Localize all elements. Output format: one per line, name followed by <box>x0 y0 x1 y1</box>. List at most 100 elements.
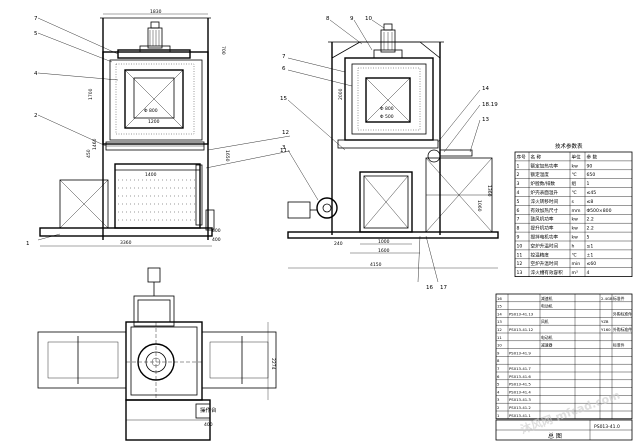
front-view: 7 5 4 2 1 12 3 1830 700 1700 Φ 800 1200 … <box>26 9 291 247</box>
dim-side-left: 240 <box>334 241 343 247</box>
dim-tank-h: 1400 <box>145 172 157 178</box>
tech-table-cell: ≤45 <box>587 190 597 196</box>
dim-left-low: 1460 <box>92 138 98 150</box>
bom-cell: 10 <box>497 343 502 348</box>
front-quench-tank <box>114 163 201 229</box>
bom-cell: 2 <box>497 405 500 410</box>
tech-table-header: 序号 <box>517 153 527 160</box>
dim-base-w: 3360 <box>120 240 132 246</box>
bom-cell: 7 <box>497 366 500 371</box>
callout-4: 4 <box>34 71 38 77</box>
front-furnace-shell <box>102 51 209 145</box>
tech-table-cell: ℃ <box>572 172 577 178</box>
tech-table-cell: 空炉升温时间 <box>531 242 559 249</box>
dim-base-r1: 600 <box>212 228 221 234</box>
bom-cell: 3 <box>497 397 500 402</box>
tech-table-cell: ≤60 <box>587 261 597 267</box>
callout-7: 7 <box>34 16 38 22</box>
tech-table-cell: 提升机功率 <box>531 225 554 232</box>
tech-table-cell: h <box>572 243 575 249</box>
front-base <box>39 227 213 237</box>
bom-cell: Y160 <box>601 327 611 332</box>
tech-table-cell: 12 <box>517 261 523 267</box>
tech-table-cell: 额定加热功率 <box>531 162 559 169</box>
tech-table-cell: s <box>572 200 575 205</box>
tech-table-cell: mm <box>572 209 581 214</box>
callout-18-19-side: 18.19 <box>482 102 498 108</box>
bom-cell: 14 <box>497 311 502 316</box>
tech-table-cell: 13 <box>517 270 523 276</box>
plan-label-operating: 操作台 <box>200 406 217 414</box>
bom-cell: 5 <box>497 382 500 387</box>
dim-height-left: 1700 <box>88 88 94 100</box>
dim-side-d2: Φ 500 <box>380 114 394 120</box>
tech-table-header: 名 称 <box>531 153 542 160</box>
bom-cell: PS013-41.13 <box>509 311 534 316</box>
bom-cell: PS013-41.5 <box>509 382 531 387</box>
bom-cell: 13 <box>497 319 502 324</box>
bom-cell: 1 <box>497 413 500 418</box>
tech-table-cell: Φ500×800 <box>587 208 612 214</box>
bom-cell: PS013-41.12 <box>509 327 534 332</box>
tech-table-cell: 2.2 <box>587 217 594 223</box>
callout-1: 1 <box>26 241 30 247</box>
tech-table-cell: 搅拌电机功率 <box>531 234 559 241</box>
bom-note: 外购标准件 <box>613 311 632 316</box>
dim-plan-bottom-w: 400 <box>204 422 213 428</box>
bom-cell: 6 <box>497 374 500 379</box>
tech-table-cell: ≤8 <box>587 199 594 205</box>
dim-side-w2: 1600 <box>378 248 390 254</box>
tech-table-cell: 9 <box>517 235 520 241</box>
tech-table-cell: 空炉升温时间 <box>531 260 559 267</box>
bom-cell: PS013-41.7 <box>509 366 531 371</box>
bom-note: 外购标准件 <box>613 327 632 332</box>
tech-table-cell: 10 <box>517 243 523 249</box>
tech-table-cell: 6 <box>517 208 520 214</box>
tech-table-cell: min <box>572 261 581 267</box>
tech-table-cell: 炉膛数/排数 <box>531 180 556 187</box>
tech-table-cell: 淬火槽有效容积 <box>531 269 564 276</box>
tech-table-cell: kw <box>572 217 579 223</box>
bom-cell: YZB <box>601 319 609 324</box>
dim-inner-d: Φ 800 <box>144 108 158 114</box>
callout-12: 12 <box>282 130 289 136</box>
dim-base-r2: 400 <box>212 237 221 243</box>
tech-table-cell: ℃ <box>572 190 577 196</box>
tech-table-cell: 炉壳表面温升 <box>531 189 559 196</box>
bom-cell: 电动机 <box>541 335 553 340</box>
tech-table-cell: 5 <box>517 199 520 205</box>
callout-2: 2 <box>34 113 38 119</box>
callout-11-side: 11 <box>280 148 287 154</box>
tech-table-cell: 4 <box>517 190 520 196</box>
side-base <box>287 231 499 239</box>
tech-table-cell: kw <box>572 226 579 232</box>
callout-14-side: 14 <box>482 86 489 92</box>
tech-table-cell: ℃ <box>572 252 577 258</box>
dim-left-mid: 450 <box>86 149 92 158</box>
tech-table-cell: 3 <box>517 181 520 187</box>
callout-6-side: 6 <box>282 66 286 72</box>
dim-side-mid-h: 1060 <box>476 200 482 212</box>
tech-table-cell: 7 <box>517 217 520 223</box>
tech-table-title: 技术参数表 <box>555 142 583 150</box>
tech-table-cell: 控温精度 <box>531 251 550 258</box>
callout-9-side: 9 <box>350 16 354 22</box>
side-view: 7 6 8 10 9 14 15 11 18.19 13 16 17 Φ 800… <box>280 16 499 291</box>
bom-cell: 15 <box>497 304 502 309</box>
tech-table-cell: 额定温度 <box>531 171 550 178</box>
bom-cell: 12 <box>497 327 502 332</box>
plan-left-conveyor <box>37 331 127 389</box>
drawing-number: PS013-41.0 <box>594 424 620 430</box>
bom-cell: 风机 <box>541 319 549 324</box>
tech-table-cell: 650 <box>587 172 596 178</box>
dim-side-w1: 1000 <box>378 239 390 245</box>
tech-table-cell: 组 <box>572 180 577 187</box>
dim-top-width: 1830 <box>150 9 162 15</box>
dim-side-total: 4150 <box>370 262 382 268</box>
tech-table-cell: 1 <box>517 163 520 169</box>
bom-cell: PS013-41.4 <box>509 389 531 394</box>
side-inner-chamber <box>365 77 411 123</box>
dim-side-d1: Φ 800 <box>380 106 394 112</box>
callout-7-side: 7 <box>282 54 286 60</box>
